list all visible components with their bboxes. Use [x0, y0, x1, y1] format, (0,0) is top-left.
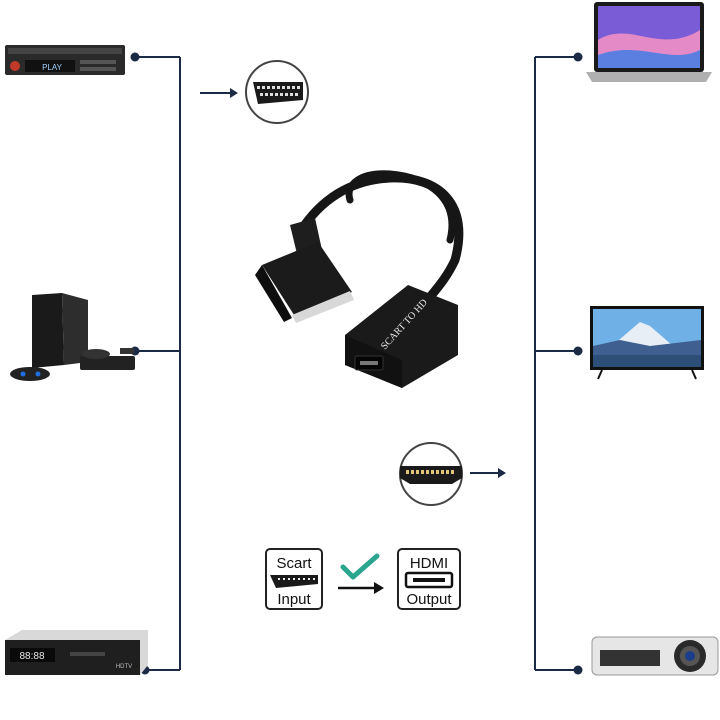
input-arrow-head: [230, 88, 238, 98]
game-console-icon: [10, 293, 135, 381]
output-arrow-head: [498, 468, 506, 478]
adapter-cable: [295, 170, 464, 302]
scart-plug-icon: [255, 218, 354, 323]
tv-icon: [590, 306, 704, 380]
display-3-dot: [573, 665, 583, 675]
dvd-display-text: PLAY: [42, 63, 63, 72]
check-icon: [340, 553, 380, 580]
set-top-box-icon: 88:88 HDTV: [5, 630, 148, 675]
display-2-dot: [573, 346, 583, 356]
left-bus: [135, 56, 181, 671]
hdmi-connector-icon: [400, 466, 462, 484]
display-1-dot: [573, 52, 583, 62]
stb-display-text: 88:88: [19, 651, 44, 662]
legend-hdmi-output: HDMI Output: [397, 548, 461, 610]
right-bus: [534, 56, 578, 671]
laptop-icon: [586, 2, 712, 82]
source-1-dot: [130, 52, 140, 62]
dvd-player-icon: PLAY: [5, 45, 125, 75]
legend-input-top: Scart: [276, 555, 312, 572]
stb-badge: HDTV: [116, 664, 132, 670]
adapter-box-icon: SCART TO HD: [345, 285, 458, 388]
scart-connector-icon: [253, 82, 303, 104]
legend-scart-input: Scart Input: [265, 548, 323, 610]
legend-arrow: [338, 582, 384, 594]
legend-output-bottom: Output: [406, 591, 452, 608]
legend-input-bottom: Input: [277, 591, 311, 608]
legend-output-top: HDMI: [410, 555, 448, 572]
projector-icon: [591, 636, 719, 676]
